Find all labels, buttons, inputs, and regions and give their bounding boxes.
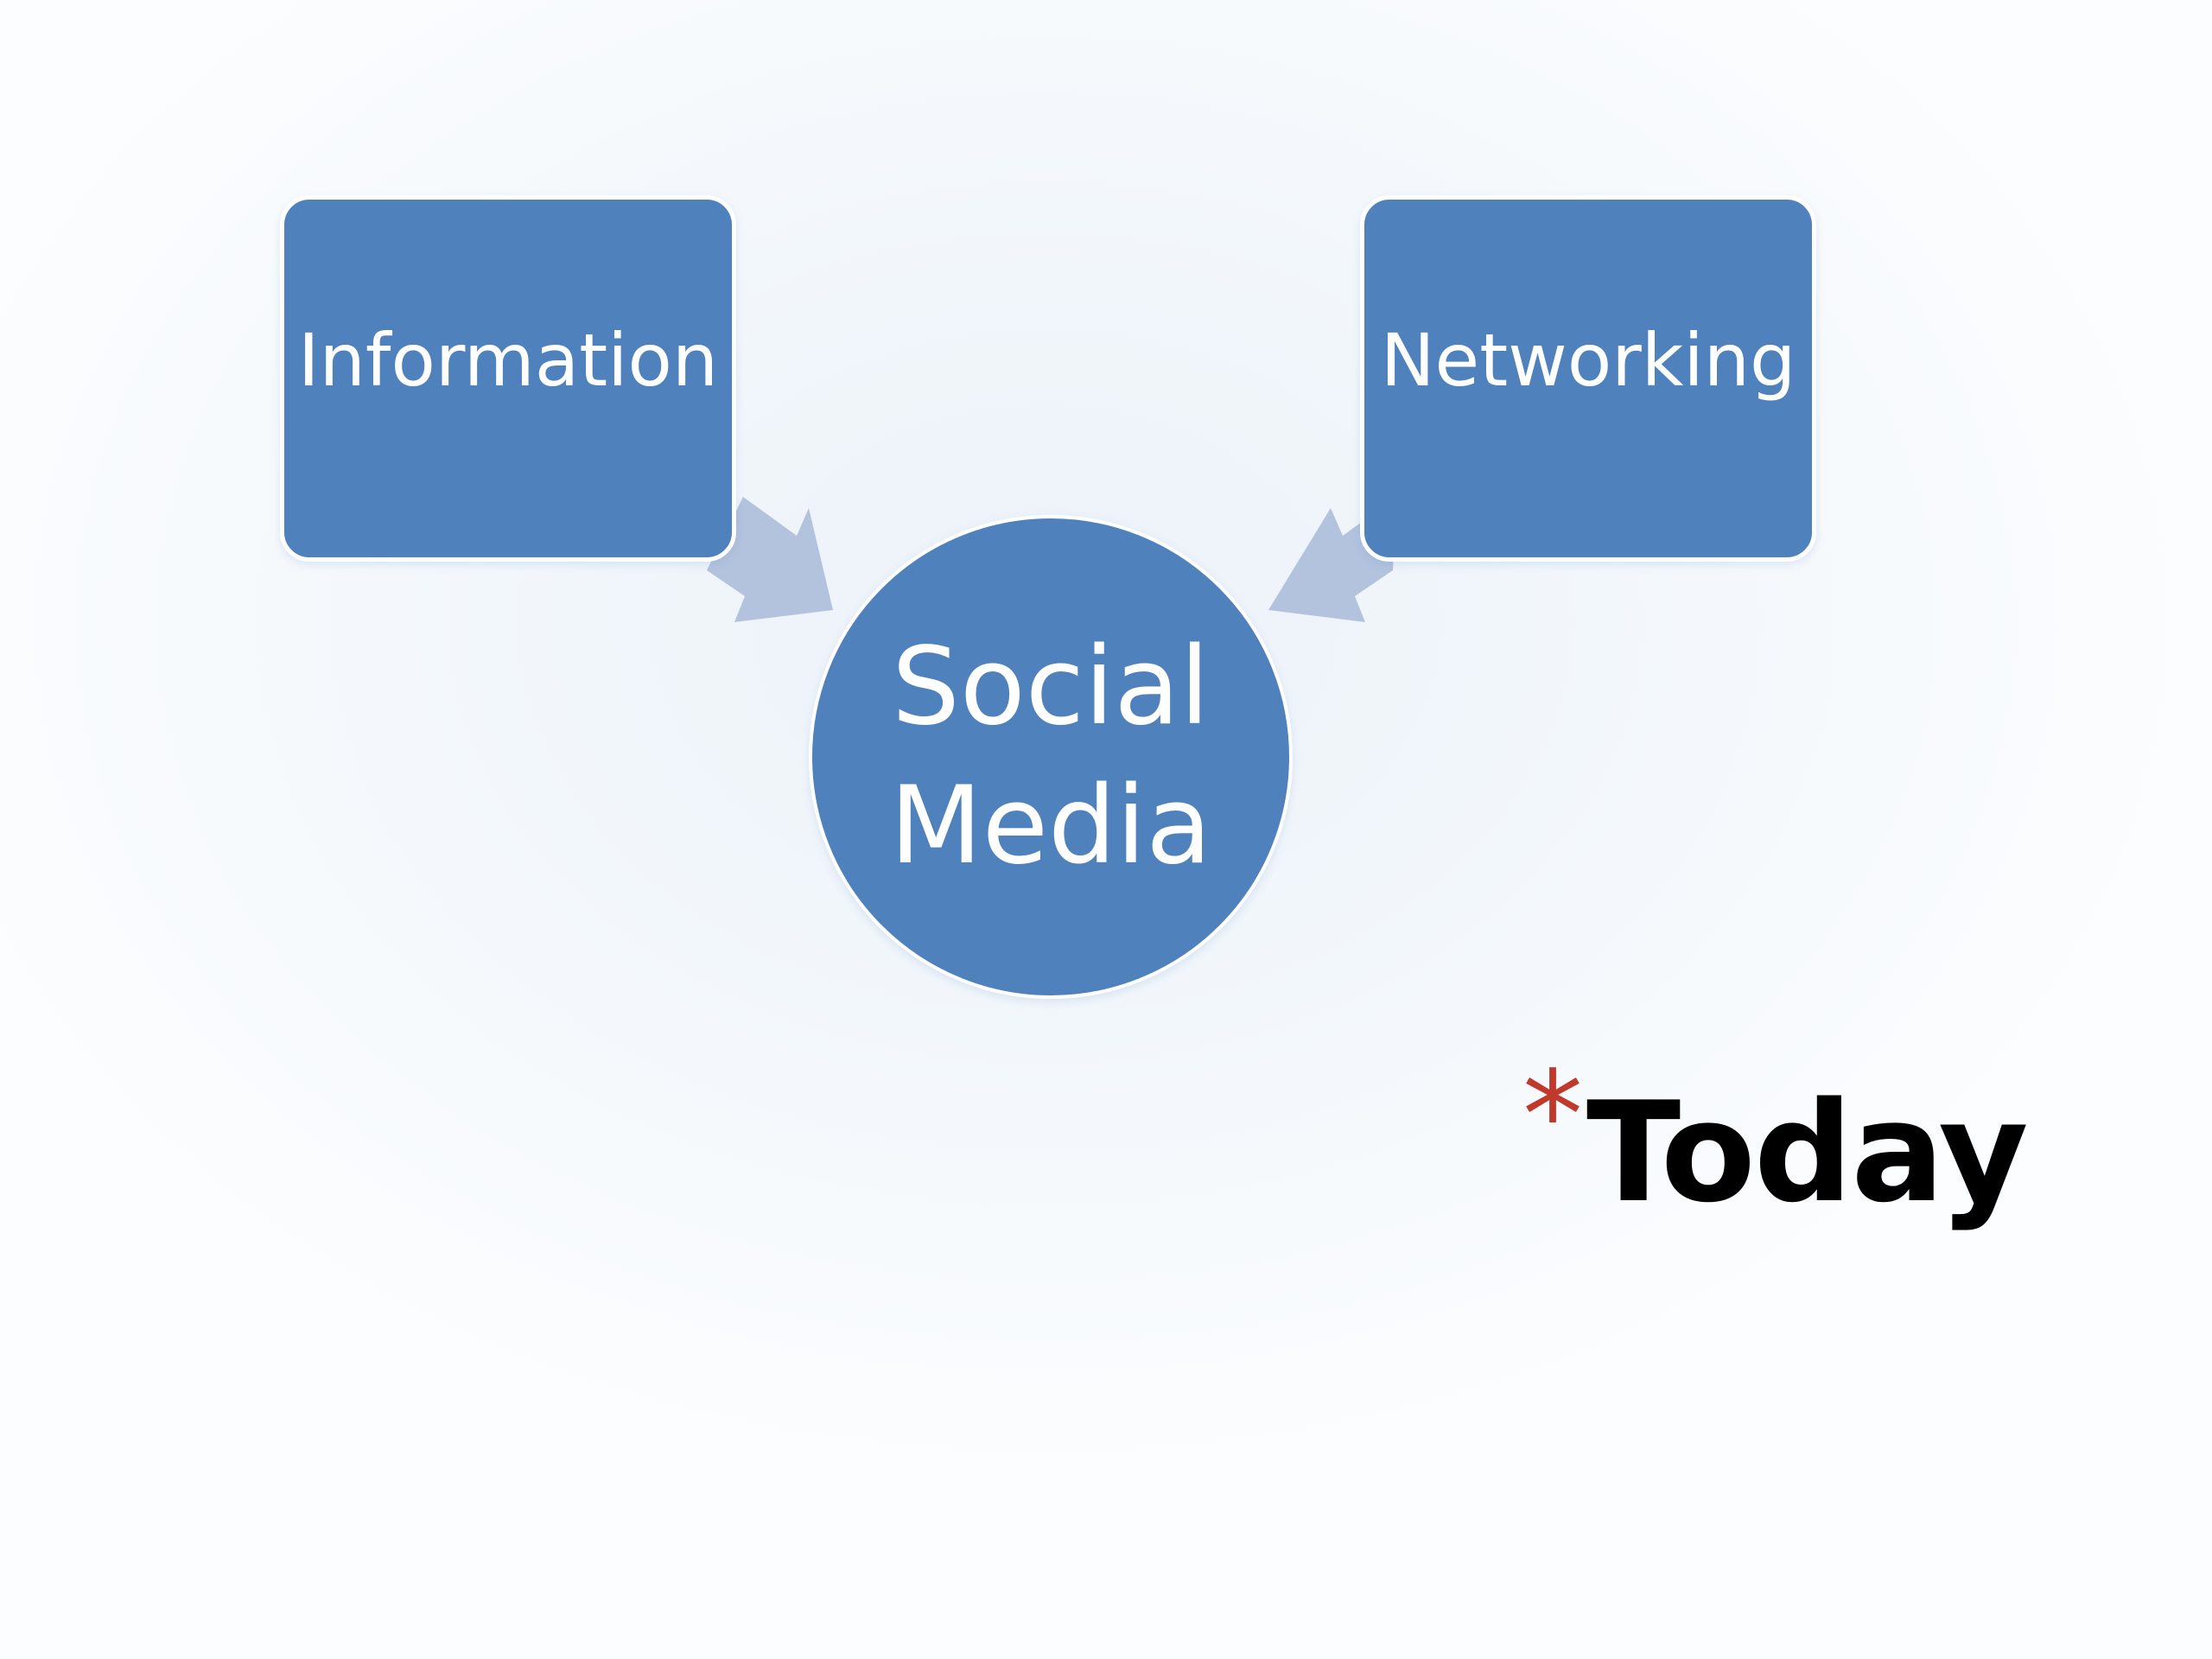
social-media-label-line1: Social <box>892 624 1210 749</box>
information-node: Information <box>280 195 736 562</box>
social-media-label-line2: Media <box>889 764 1212 888</box>
information-label: Information <box>297 318 719 403</box>
today-bullet-item: * Today <box>1522 1056 2029 1233</box>
social-media-node: Social Media <box>809 515 1293 999</box>
asterisk-bullet-icon: * <box>1522 1046 1583 1186</box>
today-label: Today <box>1586 1071 2029 1233</box>
networking-label: Networking <box>1380 318 1796 403</box>
networking-node: Networking <box>1360 195 1816 562</box>
